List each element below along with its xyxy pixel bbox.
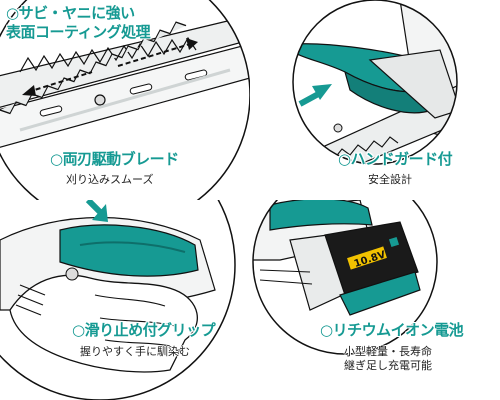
battery-panel: 10.8V ○リチウムイオン電池 小型軽量・長寿命 継ぎ足し充電可能 xyxy=(250,200,500,400)
feature-title: ○滑り止め付グリップ xyxy=(72,321,216,339)
grip-illustration xyxy=(0,200,236,400)
feature-title: ○リチウムイオン電池 xyxy=(320,321,464,339)
feature-title: ○ハンドガード付 xyxy=(338,150,453,168)
hand-guard-illustration xyxy=(292,0,458,165)
blade-illustration xyxy=(0,0,250,200)
battery-illustration: 10.8V xyxy=(252,200,438,355)
feature-subtitle: 刈り込みスムーズ xyxy=(66,173,154,186)
feature-title: ○両刃駆動ブレード xyxy=(50,150,179,168)
hand-guard-panel: ○ハンドガード付 安全設計 xyxy=(250,0,500,200)
feature-subtitle: 握りやすく手に馴染む xyxy=(80,345,190,358)
feature-subtitle: 小型軽量・長寿命 継ぎ足し充電可能 xyxy=(344,345,432,372)
grip-panel: ○滑り止め付グリップ 握りやすく手に馴染む xyxy=(0,200,250,400)
blade-coating-panel: ○サビ・ヤニに強い 表面コーティング処理 ○両刃駆動ブレード 刈り込みスムーズ xyxy=(0,0,250,200)
feature-subtitle: 安全設計 xyxy=(368,173,412,186)
feature-title: ○サビ・ヤニに強い 表面コーティング処理 xyxy=(6,4,151,41)
